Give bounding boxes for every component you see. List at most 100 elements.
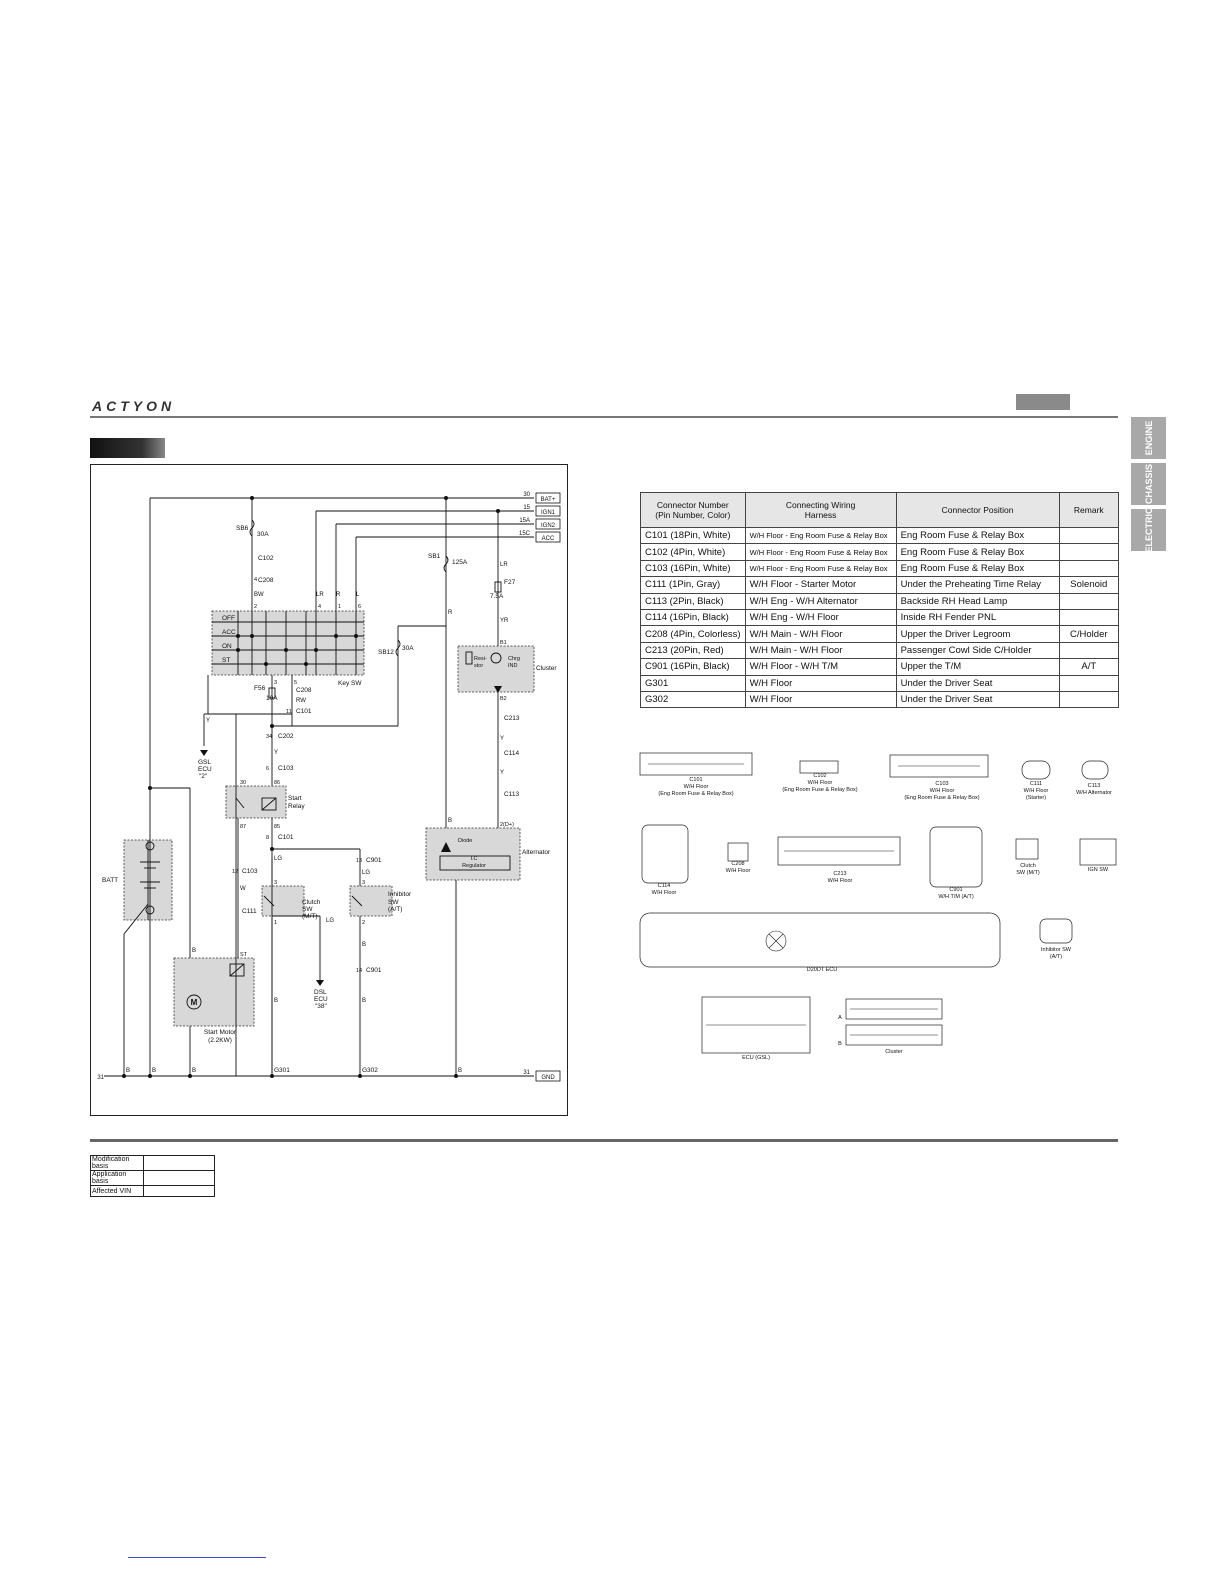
- cell-harness: W/H Floor - Eng Room Fuse & Relay Box: [744, 543, 897, 561]
- side-tab-electric[interactable]: ELECTRIC: [1131, 508, 1166, 553]
- table-row: C103 (16Pin, White)W/H Floor - Eng Room …: [640, 559, 1120, 578]
- connector-table: Connector Number (Pin Number, Color) Con…: [640, 492, 1120, 709]
- pin-key-6: 6: [358, 604, 361, 610]
- wiring-diagram: BAT+ IGN1 IGN2 ACC GND 30 15 15A 15C 31 …: [97, 492, 561, 1082]
- affected-vin-label: Affected VIN: [90, 1185, 144, 1197]
- view-ign-shape: [1079, 838, 1117, 866]
- cell-position: Under the Driver Seat: [895, 674, 1060, 692]
- pin-c101-8: 8: [266, 835, 269, 841]
- pin-b2: B2: [500, 696, 507, 702]
- view-cluster-title: Cluster: [885, 1049, 903, 1055]
- application-basis-value: [143, 1170, 215, 1186]
- col-position: Connector Position: [895, 492, 1060, 528]
- cell-number: C901 (16Pin, Black): [640, 658, 746, 676]
- alternator-box: [425, 827, 521, 881]
- view-c103-title: C103: [935, 781, 948, 787]
- gsl-ecu-line3: "2": [199, 773, 208, 780]
- cell-number: C114 (16Pin, Black): [640, 608, 746, 627]
- cell-position: Inside RH Fender PNL: [895, 608, 1060, 627]
- view-c102-line3: (Eng Room Fuse & Relay Box): [782, 787, 857, 793]
- view-ecu-gsl-title: ECU (GSL): [742, 1055, 770, 1061]
- fuse-sb12-label: SB12: [378, 649, 394, 656]
- cell-remark: A/T: [1058, 658, 1120, 676]
- footer-link[interactable]: [128, 1557, 266, 1558]
- wire-lg-dsl: LG: [326, 918, 334, 924]
- wire-rw: RW: [296, 698, 306, 704]
- key-pos-off: OFF: [222, 615, 235, 622]
- affected-vin-value: [143, 1185, 215, 1197]
- cluster-box: [457, 645, 535, 693]
- wire-b-gnd-4: B: [458, 1068, 462, 1074]
- application-basis-label: Application basis: [90, 1170, 144, 1186]
- start-motor-line2: (2.2KW): [208, 1037, 232, 1044]
- view-clutch-title: Clutch: [1020, 863, 1036, 869]
- table-row: C113 (2Pin, Black)W/H Eng - W/H Alternat…: [640, 592, 1120, 610]
- clutch-contact-icon: [263, 895, 275, 907]
- dsl-ecu-line2: ECU: [314, 996, 328, 1003]
- view-ecu-shape: [639, 912, 1001, 968]
- cell-remark: [1058, 543, 1120, 561]
- conn-c102: C102: [258, 555, 274, 562]
- cell-number: C101 (18Pin, White): [640, 526, 746, 545]
- start-motor-line1: Start Motor: [204, 1029, 237, 1036]
- start-motor-box: [173, 957, 255, 1027]
- view-c101-line2: W/H Floor: [684, 784, 709, 790]
- cell-number: C213 (20Pin, Red): [640, 641, 746, 660]
- gsl-ecu-line1: GSL: [198, 759, 211, 766]
- wire-bw: BW: [254, 592, 264, 598]
- view-c901-line2: W/H T/M (A/T): [938, 894, 974, 900]
- terminal-ign1: IGN1: [541, 510, 556, 516]
- clutch-line3: (M/T): [302, 913, 318, 920]
- view-clutch-line2: SW (M/T): [1016, 870, 1040, 876]
- view-ecu-title: D20DT ECU: [807, 967, 837, 973]
- cell-number: G302: [640, 690, 746, 709]
- view-c208-title: C208: [731, 861, 744, 867]
- col-connector-number: Connector Number (Pin Number, Color): [640, 492, 746, 528]
- dsl-ecu-arrow: [316, 980, 324, 986]
- start-relay-line1: Start: [288, 795, 302, 802]
- cell-position: Passenger Cowl Side C/Holder: [895, 641, 1060, 660]
- resistor-icon: [465, 651, 473, 665]
- wire-b-g301: B: [274, 998, 278, 1004]
- wire-y-relay: Y: [274, 750, 278, 756]
- view-c103-line2: W/H Floor: [930, 788, 955, 794]
- terminal-acc: ACC: [542, 536, 555, 542]
- view-c111-line2: W/H Floor: [1024, 788, 1049, 794]
- view-c102-title: C102: [813, 773, 826, 779]
- wire-lr-cluster: LR: [500, 562, 508, 568]
- conn-c103-b: C103: [242, 868, 258, 875]
- dsl-ecu-line1: DSL: [314, 989, 327, 996]
- pin-c208-4: 4: [254, 577, 257, 583]
- fuse-sb12-symbol: [395, 639, 401, 657]
- conn-c202: C202: [278, 733, 294, 740]
- conn-c901-b: C901: [366, 967, 382, 974]
- side-tab-chassis[interactable]: CHASSIS: [1131, 463, 1166, 505]
- cell-harness: W/H Eng - W/H Alternator: [744, 592, 897, 610]
- cell-remark: [1058, 674, 1120, 692]
- pin-key-5: 5: [294, 680, 297, 686]
- pin-relay-85: 85: [274, 824, 280, 830]
- key-pos-st: ST: [222, 657, 230, 664]
- wire-lg-inhibitor: LG: [362, 870, 370, 876]
- view-c114-shape: [641, 824, 689, 884]
- cluster-label: Cluster: [536, 665, 557, 672]
- cell-position: Eng Room Fuse & Relay Box: [895, 559, 1060, 578]
- resistor-line1: Resi-: [474, 656, 487, 662]
- terminal-num-31-right: 31: [523, 1070, 530, 1076]
- side-tab-engine[interactable]: ENGINE: [1131, 417, 1166, 459]
- cell-position: Eng Room Fuse & Relay Box: [895, 543, 1060, 561]
- pin-c202-34: 34: [266, 734, 272, 740]
- view-inhibitor-shape: [1039, 918, 1073, 944]
- view-c114-title: C114: [658, 883, 671, 889]
- wire-b-alt: B: [448, 818, 452, 824]
- view-c901-shape: [929, 826, 983, 888]
- pin-c901-13: 13: [356, 858, 362, 864]
- fuse-sb1-symbol: [443, 555, 449, 573]
- clutch-line1: Clutch: [302, 899, 321, 906]
- cell-number: G301: [640, 674, 746, 692]
- diagram-frame: [90, 464, 568, 1116]
- pin-c101-11: 11: [286, 709, 292, 715]
- key-pos-acc: ACC: [222, 629, 236, 636]
